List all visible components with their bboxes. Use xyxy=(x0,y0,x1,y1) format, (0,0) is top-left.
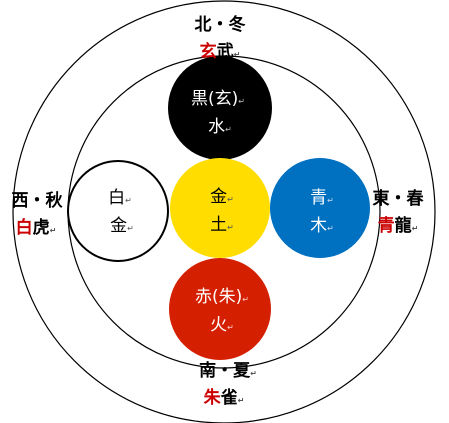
return-mark: ↵ xyxy=(227,223,234,232)
south-beast-color-char: 朱 xyxy=(204,387,222,408)
west-element-circle xyxy=(67,160,169,262)
return-mark: ↵ xyxy=(242,295,249,304)
west-beast-color-char: 白 xyxy=(16,217,33,238)
west-element-line1: 白↵ xyxy=(108,188,132,208)
return-mark: ↵ xyxy=(412,224,419,233)
east-beast-label: 青龍↵ xyxy=(378,215,419,236)
west-element-line2: 金↵ xyxy=(110,216,134,236)
return-mark: ↵ xyxy=(327,224,334,233)
center-element-circle xyxy=(170,158,270,258)
north-beast-color-char: 玄 xyxy=(200,41,217,62)
west-beast-label: 白虎↵ xyxy=(16,217,57,238)
east-direction-label: 東・春 xyxy=(373,188,424,209)
return-mark: ↵ xyxy=(238,97,245,106)
south-element-line2: 火↵ xyxy=(210,315,234,335)
south-beast-label: 朱雀↵ xyxy=(204,387,245,408)
west-beast-rest: 虎 xyxy=(33,218,50,238)
east-beast-rest: 龍 xyxy=(395,215,412,236)
return-mark: ↵ xyxy=(250,369,257,378)
east-element-circle xyxy=(270,158,370,258)
return-mark: ↵ xyxy=(125,196,132,205)
east-element-line2: 木↵ xyxy=(310,216,334,236)
center-element-line1: 金↵ xyxy=(210,187,234,207)
west-direction-label: 西・秋 xyxy=(12,190,64,211)
return-mark: ↵ xyxy=(227,195,234,204)
north-element-circle xyxy=(168,56,272,160)
return-mark: ↵ xyxy=(227,323,234,332)
south-direction-text: 南・夏 xyxy=(199,360,251,381)
south-direction-label: 南・夏↵ xyxy=(199,360,257,381)
return-mark: ↵ xyxy=(234,50,241,59)
north-element-line2: 水↵ xyxy=(208,117,232,137)
south-element-line1: 赤(朱)↵ xyxy=(195,287,249,307)
return-mark: ↵ xyxy=(50,226,57,235)
center-element-line2: 土↵ xyxy=(210,215,234,235)
north-beast-label: 玄武↵ xyxy=(200,41,241,62)
return-mark: ↵ xyxy=(238,396,245,405)
east-element-line1: 青↵ xyxy=(310,188,334,208)
north-element-line1: 黒(玄)↵ xyxy=(191,89,245,109)
north-beast-rest: 武 xyxy=(217,41,234,62)
south-beast-rest: 雀 xyxy=(220,388,238,408)
return-mark: ↵ xyxy=(225,125,232,134)
outer-ring xyxy=(12,0,436,423)
south-element-circle xyxy=(169,258,271,360)
east-beast-color-char: 青 xyxy=(378,215,395,236)
north-direction-label: 北・冬 xyxy=(195,14,246,35)
return-mark: ↵ xyxy=(327,196,334,205)
return-mark: ↵ xyxy=(127,224,134,233)
